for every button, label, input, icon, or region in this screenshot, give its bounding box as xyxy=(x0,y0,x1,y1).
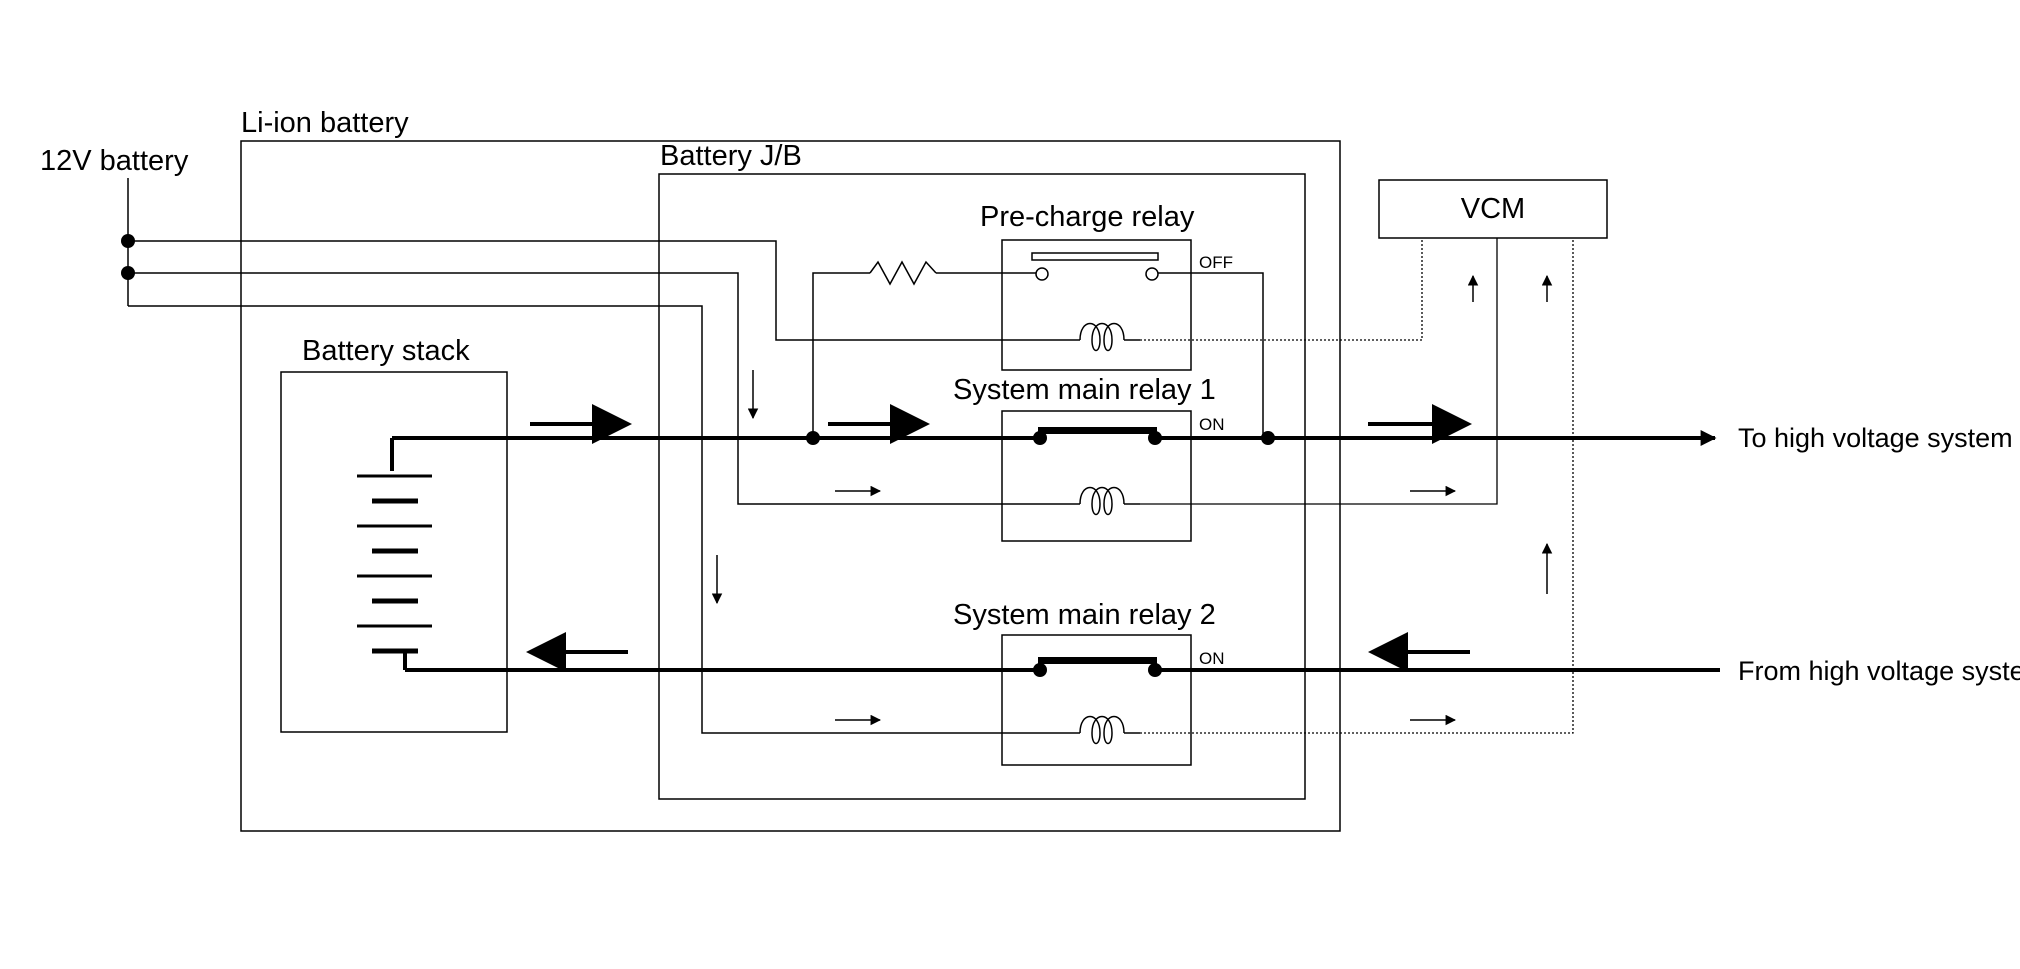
current-flow-arrows xyxy=(526,274,1553,726)
vcm-box xyxy=(1378,179,1608,239)
pre-charge-branch xyxy=(812,260,1264,438)
battery-jb-label: Battery J/B xyxy=(660,140,802,172)
from-hv-label: From high voltage system xyxy=(1738,656,2020,686)
battery-12v-label: 12V battery xyxy=(40,145,189,177)
system-main-relay-1-label: System main relay 1 xyxy=(953,374,1216,406)
pre-charge-relay-label: Pre-charge relay xyxy=(980,201,1195,233)
junction-dot xyxy=(1261,431,1275,445)
battery-stack-box xyxy=(280,371,508,733)
battery-cells-symbol xyxy=(357,474,432,654)
system-main-relay-2-label: System main relay 2 xyxy=(953,599,1216,631)
junction-dot xyxy=(121,234,135,248)
smr2-contact-closed xyxy=(1038,657,1157,664)
pre-charge-switch-open xyxy=(1031,252,1159,261)
battery-jb-box xyxy=(658,173,1306,800)
to-hv-label: To high voltage system xyxy=(1738,423,2013,453)
battery-stack-label: Battery stack xyxy=(302,335,470,367)
smr1-contact xyxy=(1033,431,1047,445)
vcm-control-wiring xyxy=(1140,238,1574,734)
system-main-relay-2-box xyxy=(1001,634,1192,766)
vcm-label: VCM xyxy=(1461,193,1525,225)
smr2-contact xyxy=(1148,663,1162,677)
smr1-contact-closed xyxy=(1038,427,1157,434)
pre-charge-relay-box xyxy=(1001,239,1192,371)
smr1-contact xyxy=(1148,431,1162,445)
pre-charge-state: OFF xyxy=(1199,253,1233,272)
system-main-relay-1-box xyxy=(1001,410,1192,542)
hv-positive-line xyxy=(390,430,1717,471)
hv-negative-line xyxy=(403,653,1720,672)
junction-dot xyxy=(121,266,135,280)
li-ion-battery-label: Li-ion battery xyxy=(241,107,409,139)
smr2-contact xyxy=(1033,663,1047,677)
control-wiring-12v xyxy=(127,178,1064,734)
smr2-state: ON xyxy=(1199,649,1225,668)
junction-dot xyxy=(806,431,820,445)
li-ion-battery-box xyxy=(240,140,1341,832)
pre-charge-contact xyxy=(1035,267,1049,281)
smr1-state: ON xyxy=(1199,415,1225,434)
relay-coils xyxy=(1064,322,1140,745)
pre-charge-contact xyxy=(1145,267,1159,281)
